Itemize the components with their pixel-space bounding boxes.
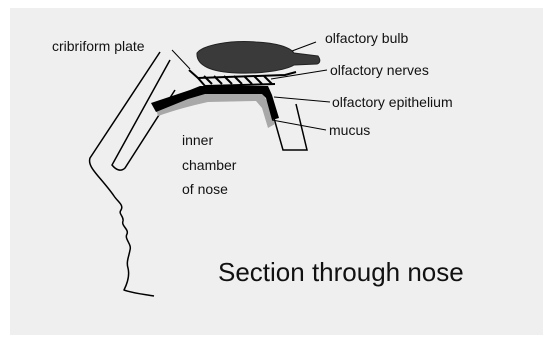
label-mucus: mucus xyxy=(329,122,370,138)
label-inner-chamber-line-2: chamber xyxy=(182,157,236,173)
olfactory-bulb-shape xyxy=(197,42,320,74)
face-profile-outline xyxy=(90,52,160,296)
diagram-caption: Section through nose xyxy=(218,257,464,287)
label-inner-chamber-line-1: inner xyxy=(182,132,213,148)
label-olfactory-nerves: olfactory nerves xyxy=(330,62,429,78)
label-olfactory-bulb: olfactory bulb xyxy=(325,30,408,46)
label-inner-chamber-line-3: of nose xyxy=(182,181,228,197)
label-cribriform-plate: cribriform plate xyxy=(52,38,145,54)
label-olfactory-epithelium: olfactory epithelium xyxy=(332,94,453,110)
